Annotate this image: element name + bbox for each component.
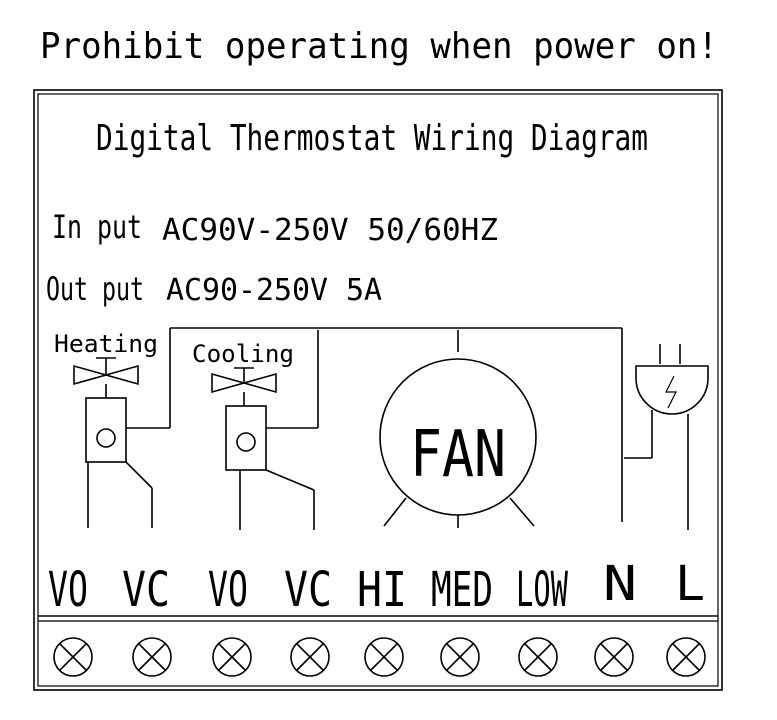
terminal-screw-icon [212,637,252,677]
lightning-icon [665,375,677,409]
input-label: In put [52,208,142,246]
terminal-screw-icon [290,637,330,677]
terminal-label: VO [208,562,248,618]
cooling-label: Cooling [192,340,294,368]
output-value: AC90-250V 5A [166,273,382,308]
terminal-label: LOW [516,562,568,618]
plug-icon [624,344,709,530]
terminal-label: VC [284,562,332,618]
terminal-screw-icon [53,637,93,677]
heating-label: Heating [54,330,158,358]
terminal-label: MED [431,562,493,618]
input-value: AC90V-250V 50/60HZ [162,213,498,248]
terminal-label: N [603,556,637,612]
diagram-frame-inner [37,93,719,687]
terminal-screw-icon [132,637,172,677]
heating-valve-icon [73,357,139,398]
terminal-label: VC [122,562,170,618]
terminal-screw-icon [440,637,480,677]
output-label: Out put [46,270,144,308]
terminal-label: L [675,556,705,612]
terminal-screw-icon [666,637,706,677]
fan-label: FAN [410,418,506,492]
terminal-screws [53,637,706,677]
diagram-frame [33,89,723,691]
terminal-screw-icon [518,637,558,677]
terminal-screw-icon [594,637,634,677]
heating-relay [85,328,171,528]
diagram-title: Digital Thermostat Wiring Diagram [96,118,648,159]
terminal-screw-icon [364,637,404,677]
fan-motor [379,358,537,528]
warning-text: Prohibit operating when power on! [40,26,718,67]
terminal-label: VO [48,562,88,618]
cooling-relay [225,330,319,530]
terminal-label: HI [357,562,407,618]
cooling-valve-icon [211,367,277,406]
